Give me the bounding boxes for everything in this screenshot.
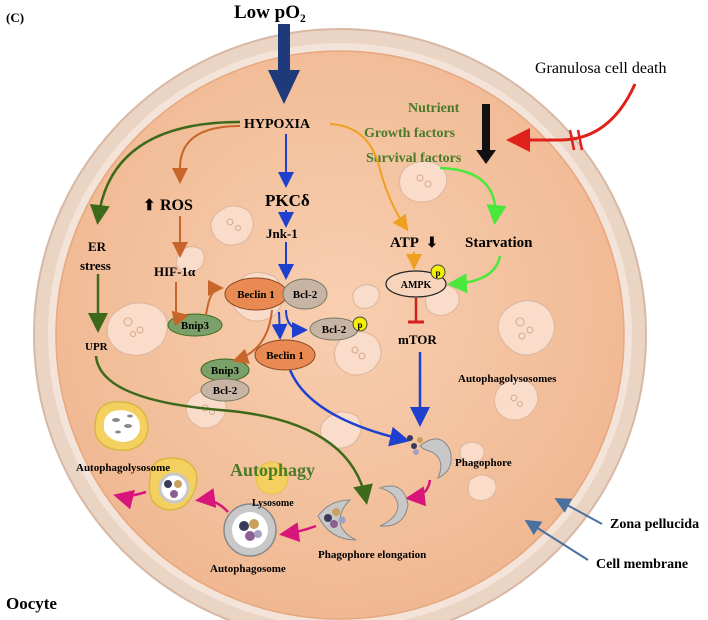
complex-to-bcl2p-arrow xyxy=(285,309,308,338)
phagophore-to-elongation-arrow xyxy=(405,479,432,507)
complex-to-bnip3bcl2-arrow xyxy=(232,309,273,365)
low-po2-label: Low pO₂ xyxy=(234,2,306,23)
fusion-to-autophagolysosome-arrow xyxy=(113,489,147,510)
nutrient-label: Nutrient xyxy=(408,101,460,116)
zona-pointer xyxy=(554,498,603,525)
complex-to-beclin-arrow xyxy=(271,311,288,340)
bnip3-complex-label: Bnip3 xyxy=(211,365,240,377)
atp-label: ATP xyxy=(390,235,419,251)
hypoxia-to-ros-arrow xyxy=(172,125,241,184)
bcl2-complex-node xyxy=(282,278,328,310)
autophagolysosomes-label: Autophagolysosomes xyxy=(458,373,557,385)
elongation-label: Phagophore elongation xyxy=(318,549,426,561)
granulosa-label: Granulosa cell death xyxy=(535,60,667,77)
fusion-structure xyxy=(148,457,198,511)
autophagolysosome-label: Autophagolysosome xyxy=(76,462,170,474)
starvation-to-ampk-arrow xyxy=(447,255,502,294)
hif-to-bnip3-arrow xyxy=(171,282,189,327)
bcl2-phospho-p: p xyxy=(357,320,362,330)
nutrient-decrease-arrow xyxy=(476,104,496,164)
ampk-phospho-badge xyxy=(430,264,446,280)
autophagosome-structure xyxy=(223,503,277,557)
hypoxia-label: HYPOXIA xyxy=(244,117,311,132)
autophagosome-to-lysosome-arrow xyxy=(195,488,229,513)
background-vesicles xyxy=(106,160,556,502)
bnip3-bcl2-label: Bcl-2 xyxy=(213,385,238,397)
beclin-to-phagophore-arrow xyxy=(288,369,410,447)
pkc-label: PKCδ xyxy=(265,191,310,210)
oocyte-label: Oocyte xyxy=(6,594,57,613)
mtor-label: mTOR xyxy=(398,332,437,347)
elongation-structure xyxy=(317,485,409,541)
panel-label: (C) xyxy=(6,10,24,25)
ampk-node xyxy=(385,270,447,298)
beclin1-free-node xyxy=(254,339,316,371)
membrane-label: Cell membrane xyxy=(596,557,688,572)
bnip3-label: Bnip3 xyxy=(181,320,210,332)
zona-label: Zona pellucida xyxy=(610,517,699,532)
bnip3-bcl2-node xyxy=(200,378,250,402)
upr-label: UPR xyxy=(85,341,109,353)
membrane-pointer xyxy=(524,519,589,561)
low-po2-arrow xyxy=(268,24,300,104)
hypoxia-to-er-arrow xyxy=(89,120,241,225)
granulosa-arrow xyxy=(506,83,637,152)
elongation-to-autophagosome-arrow xyxy=(279,522,317,543)
phagophore-structure xyxy=(407,435,452,480)
stress-label: stress xyxy=(80,258,111,273)
starvation-label: Starvation xyxy=(465,235,533,251)
survival-factors-label: Survival factors xyxy=(366,151,462,166)
autophagosome-label: Autophagosome xyxy=(210,563,286,575)
granulosa-block-2 xyxy=(576,129,584,151)
bcl2-phospho-badge xyxy=(352,316,368,332)
bcl2-phospho-label: Bcl-2 xyxy=(322,324,347,336)
ampk-label: AMPK xyxy=(401,280,432,291)
growth-factors-label: Growth factors xyxy=(364,126,456,141)
bcl2-complex-label: Bcl-2 xyxy=(293,289,318,301)
atp-down-arrow: ⬇ xyxy=(426,236,438,251)
ros-label: ROS xyxy=(160,197,193,214)
jnk-label: Jnk-1 xyxy=(266,226,298,241)
ros-up-arrow: ⬆ xyxy=(143,198,156,214)
lysosome-blob xyxy=(255,461,289,495)
hypoxia-to-atp-arrow xyxy=(329,123,409,232)
autophagolysosome-structure xyxy=(94,401,149,451)
nutrient-to-starvation-arrow xyxy=(439,166,507,225)
er-label: ER xyxy=(88,239,107,254)
beclin1-complex-label: Beclin 1 xyxy=(237,289,275,301)
ampk-phospho-label: p xyxy=(435,268,440,278)
hif-label: HIF-1α xyxy=(154,264,196,279)
bnip3-to-beclin-arrow xyxy=(205,280,224,316)
granulosa-block-1 xyxy=(568,129,576,151)
phagophore-label: Phagophore xyxy=(455,457,512,469)
lysosome-label: Lysosome xyxy=(252,498,294,509)
beclin1-free-label: Beclin 1 xyxy=(266,350,304,362)
autophagy-label: Autophagy xyxy=(230,460,315,480)
upr-to-elongation-arrow xyxy=(94,355,373,505)
